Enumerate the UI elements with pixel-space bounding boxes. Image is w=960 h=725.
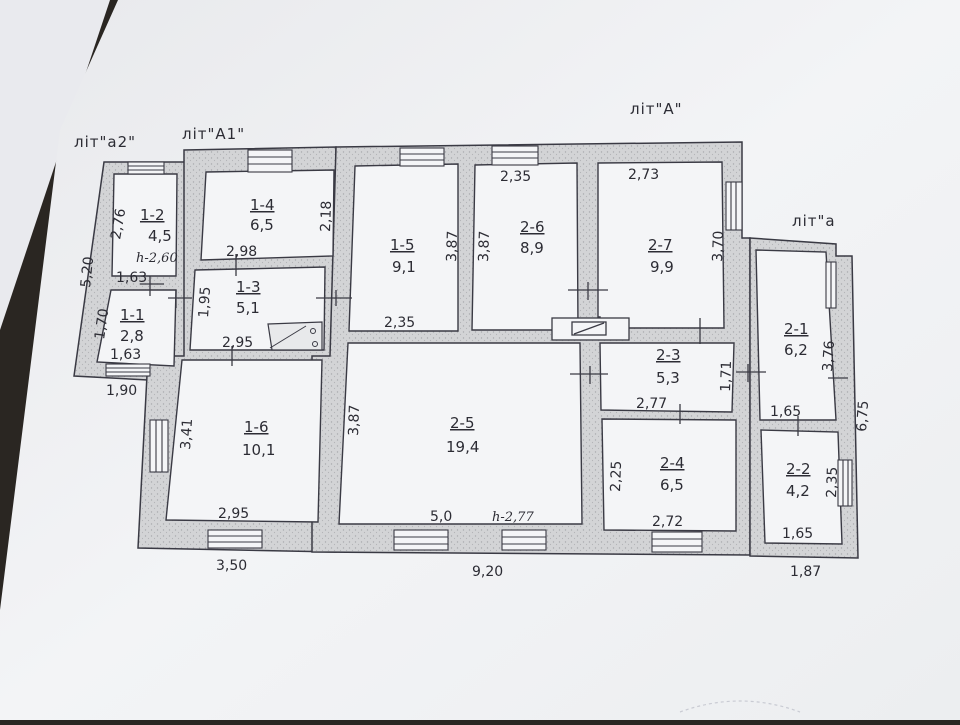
room-2-2-number: 2-2 [786,460,811,478]
dim-2-4-height: 2,25 [608,460,625,492]
dim-1-2-width: 1,63 [116,270,147,286]
room-1-4-number: 1-4 [250,196,275,214]
dim-a2-width: 1,90 [106,383,137,399]
stove [267,321,323,351]
dim-a-height: 6,75 [854,400,872,432]
dimension-labels: 2,76 1,63 1,70 1,63 5,20 1,90 2,98 2,18 … [78,167,872,580]
room-1-6 [165,359,323,523]
window-1-4 [247,149,293,173]
room-2-4-number: 2-4 [660,454,685,472]
chimney-flue-diagonal [573,322,605,335]
room-1-3-number: 1-3 [236,278,261,296]
dim-2-1-width: 1,65 [770,404,801,420]
room-1-3-area: 5,1 [236,299,260,317]
room-1-5-number: 1-5 [390,236,415,254]
doors [140,254,848,436]
stamp-trace [679,700,801,713]
stove-dot-2 [312,341,318,347]
dim-2-7-height: 3,70 [710,230,727,262]
dim-2-6-height: 3,87 [476,230,493,262]
dim-1-5-height: 3,87 [444,230,461,262]
room-1-4 [200,169,335,261]
room-2-7-area: 9,9 [650,258,674,276]
room-1-4-area: 6,5 [250,216,274,234]
window-2-6 [491,145,539,166]
dim-2-5-width: 5,0 [430,509,452,525]
dim-total-a: 1,87 [790,564,821,580]
liter-A1-label: лiт"А1" [182,125,245,143]
window-1-6-side [149,419,169,473]
stove-diagonal [269,325,307,349]
window-1-1 [105,363,151,377]
room-1-2-area: 4,5 [148,227,172,245]
room-2-1-area: 6,2 [784,341,808,359]
dim-1-6-width: 2,95 [218,506,249,522]
dim-1-6-height: 3,41 [178,418,196,450]
dim-2-4-width: 2,72 [652,514,683,530]
windows [105,145,853,553]
dim-2-2-height: 2,35 [824,466,841,498]
window-2-4 [651,531,703,553]
dim-2-7-width: 2,73 [628,167,659,183]
dim-2-3-width: 2,77 [636,396,667,412]
window-2-2 [837,459,853,507]
room-1-1-area: 2,8 [120,327,144,345]
room-2-3-number: 2-3 [656,346,681,364]
window-2-1 [825,261,837,309]
room-1-2-number: 1-2 [140,206,165,224]
room-2-5 [338,342,583,525]
dim-1-3-width: 2,95 [222,335,253,351]
room-2-7-number: 2-7 [648,236,673,254]
room-1-6-area: 10,1 [242,441,275,459]
dim-2-3-height: 1,71 [718,360,735,392]
room-2-3 [599,342,735,413]
dim-a2-height: 5,20 [78,256,97,289]
liter-a-label: лiт"а [792,212,836,230]
stove-dot-1 [310,328,316,334]
dim-1-3-height: 1,95 [196,286,214,318]
dim-1-1-height: 1,70 [92,307,112,340]
dim-1-4-height: 2,18 [318,200,335,232]
window-2-7 [725,181,743,231]
dim-1-1-width: 1,63 [110,347,141,363]
room-2-2-area: 4,2 [786,482,810,500]
room-2-4 [601,418,737,532]
room-2-4-area: 6,5 [660,476,684,494]
room-2-5-area: 19,4 [446,438,479,456]
dim-2-6-width: 2,35 [500,169,531,185]
dim-1-2-height: 2,76 [108,207,129,241]
dim-1-5-width: 2,35 [384,315,415,331]
room-1-1 [96,289,177,367]
room-2-6-area: 8,9 [520,239,544,257]
liter-A-label: лiт"А" [630,100,683,118]
room-1-1-number: 1-1 [120,306,145,324]
room-2-1 [755,249,837,421]
height-note-1: h-2,60 [136,251,178,266]
dim-2-2-width: 1,65 [782,526,813,542]
room-1-6-number: 1-6 [244,418,269,436]
window-1-5 [399,147,445,167]
window-1-2 [127,161,165,175]
window-1-6-bottom [207,529,263,549]
window-2-5-a [393,529,449,551]
dim-2-5-height: 3,87 [346,404,363,436]
room-shapes [96,161,843,545]
room-2-1-number: 2-1 [784,320,809,338]
dim-total-A: 9,20 [472,564,503,580]
room-labels: 1-2 4,5 1-1 2,8 1-4 6,5 1-3 5,1 1-6 10,1… [120,196,811,500]
window-2-5-b [501,529,547,551]
room-2-5-number: 2-5 [450,414,475,432]
room-2-3-area: 5,3 [656,369,680,387]
liter-a2-label: лiт"а2" [74,133,136,151]
room-2-2 [760,429,843,545]
dim-total-a1: 3,50 [216,558,247,574]
height-note-2: h-2,77 [492,510,534,525]
dim-2-1-height: 3,76 [820,340,838,372]
room-1-5-area: 9,1 [392,258,416,276]
room-2-6-number: 2-6 [520,218,545,236]
dim-1-4-width: 2,98 [226,244,257,260]
